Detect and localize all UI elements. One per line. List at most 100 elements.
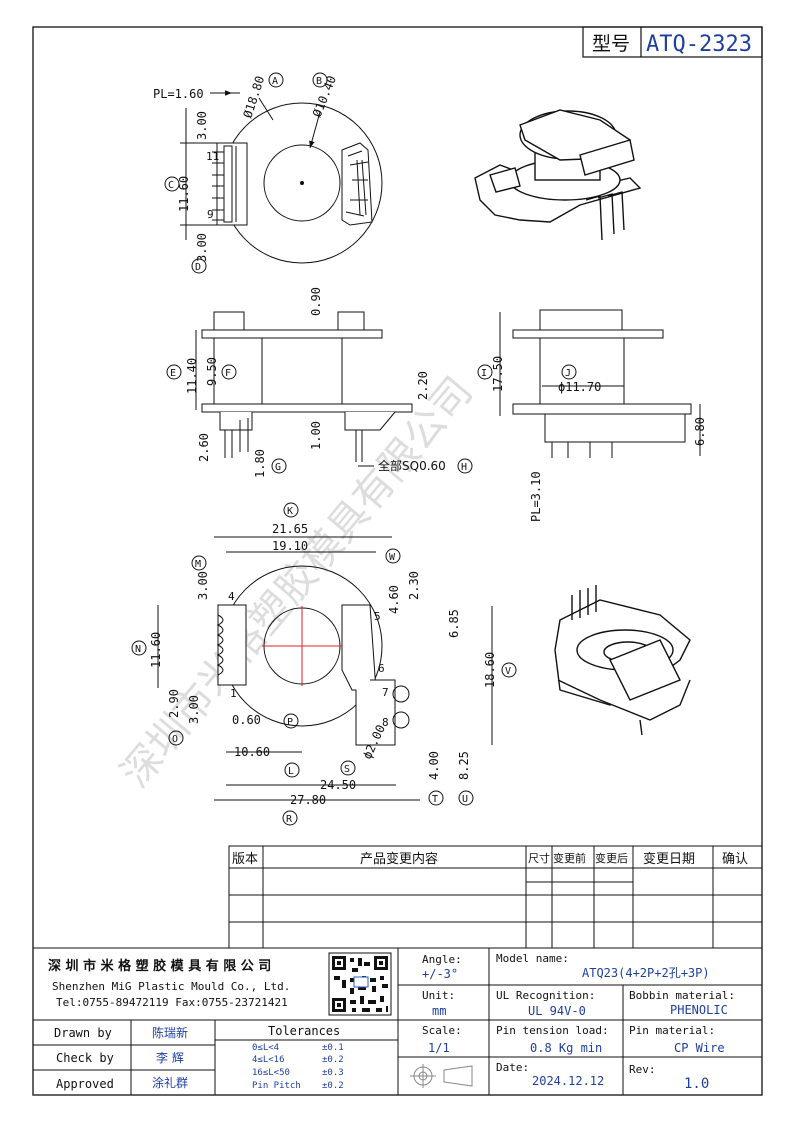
title-block <box>33 947 762 1095</box>
revision-table-headers: 版本 产品变更内容 尺寸 变更前 变更后 变更日期 确认 <box>232 851 748 867</box>
angle-label: Angle: <box>422 953 462 966</box>
projection-symbol <box>410 1064 473 1088</box>
title-box: 型号 ATQ-2323 <box>582 26 763 58</box>
bottom-view <box>216 565 410 746</box>
dim-685: 6.85 <box>447 609 461 638</box>
callout-a: A <box>272 76 278 87</box>
callout-e: E <box>170 368 176 379</box>
callout-j: J <box>565 368 571 379</box>
dim-060: 0.60 <box>232 713 261 727</box>
check-by-label: Check by <box>56 1051 114 1065</box>
info-cells: Angle: +/-3° Unit: mm Scale: 1/1 Model n… <box>410 952 735 1092</box>
top-view-dims: PL=1.60 Ø18.80 Ø10.40 3.00 11.60 3.00 11… <box>153 72 339 274</box>
dim-950: 9.50 <box>205 357 219 386</box>
tol-value-3: ±0.2 <box>322 1081 344 1091</box>
ul-label: UL Recognition: <box>496 989 595 1002</box>
dim-bot-h: 3.00 <box>195 233 209 262</box>
rev-h-date: 变更日期 <box>643 851 695 867</box>
dim-2165: 21.65 <box>272 522 308 536</box>
bobbin-value: PHENOLIC <box>670 1003 728 1017</box>
pinmat-label: Pin material: <box>629 1024 715 1037</box>
callout-r: R <box>286 814 293 825</box>
callout-k: K <box>287 506 293 517</box>
tension-value: 0.8 Kg min <box>530 1041 602 1055</box>
callout-v: V <box>505 666 511 677</box>
callout-g: G <box>275 462 281 473</box>
rev-value: 1.0 <box>684 1076 709 1092</box>
pin-label-4: 4 <box>228 590 235 603</box>
dim-b: Ø10.40 <box>310 74 339 119</box>
core-hole <box>263 144 341 222</box>
rev-h-content: 产品变更内容 <box>360 851 438 867</box>
type-label: 型号 <box>592 33 630 55</box>
dim-090: 0.90 <box>309 287 323 316</box>
tolerances-title: Tolerances <box>268 1024 340 1038</box>
dim-220: 2.20 <box>416 371 430 400</box>
callout-n: N <box>135 644 141 655</box>
tol-range-3: Pin Pitch <box>252 1081 301 1091</box>
dim-825: 8.25 <box>457 751 471 780</box>
callout-h: H <box>461 462 467 473</box>
dim-1170: ϕ11.70 <box>558 380 601 394</box>
rev-label: Rev: <box>629 1063 656 1076</box>
tolerances-block: Tolerances 0≤L<4 ±0.1 4≤L<16 ±0.2 16≤L<5… <box>252 1024 344 1091</box>
dim-100: 1.00 <box>309 421 323 450</box>
qr-code <box>328 952 392 1016</box>
scale-value: 1/1 <box>428 1041 450 1055</box>
unit-label: Unit: <box>422 989 455 1002</box>
bobbin-label: Bobbin material: <box>629 989 735 1002</box>
side-view-right <box>512 309 692 458</box>
callout-m: M <box>195 559 201 570</box>
drawn-by-label: Drawn by <box>54 1026 112 1040</box>
callout-c: C <box>168 180 174 191</box>
approved-name: 涂礼群 <box>152 1075 188 1090</box>
dim-2450: 24.50 <box>320 778 356 792</box>
callout-u: U <box>462 794 468 805</box>
tol-range-0: 0≤L<4 <box>252 1043 279 1053</box>
pinmat-value: CP Wire <box>674 1041 725 1055</box>
rev-h-size: 尺寸 <box>528 851 550 865</box>
company-contact: Tel:0755-89472119 Fax:0755-23721421 <box>56 996 288 1009</box>
rev-h-version: 版本 <box>232 852 258 867</box>
dim-400: 4.00 <box>427 751 441 780</box>
rev-h-before: 变更前 <box>553 851 586 865</box>
dim-mid-h: 11.60 <box>177 176 191 212</box>
rev-h-confirm: 确认 <box>722 852 748 867</box>
pin-label-5: 5 <box>374 610 381 623</box>
model-value: ATQ23(4+2P+2孔+3P) <box>582 966 710 980</box>
callout-b: B <box>316 76 322 87</box>
top-view <box>212 102 383 264</box>
callout-o: O <box>172 734 178 745</box>
side-view-front-dims: 11.40 9.50 0.90 2.20 2.60 1.80 1.00 全部SQ… <box>166 287 473 478</box>
pin-label-1: 1 <box>230 687 237 700</box>
dim-680: 6.80 <box>693 417 707 446</box>
drawn-by-name: 陈瑞新 <box>152 1025 188 1040</box>
side-view-front <box>201 311 413 462</box>
unit-value: mm <box>432 1004 446 1018</box>
dim-300a: 3.00 <box>196 571 210 600</box>
angle-value: +/-3° <box>422 967 458 981</box>
callout-d: D <box>195 262 201 273</box>
pin-label-7: 7 <box>382 686 389 699</box>
part-number: ATQ-2323 <box>646 32 752 57</box>
dim-1160: 11.60 <box>149 632 163 668</box>
dim-pl: PL=1.60 <box>153 87 204 101</box>
dim-230: 2.30 <box>407 571 421 600</box>
dim-1750: 17.50 <box>491 356 505 392</box>
pin-label-11: 11 <box>206 150 219 163</box>
callout-p: P <box>287 717 293 728</box>
tol-range-2: 16≤L<50 <box>252 1068 290 1078</box>
tol-value-0: ±0.1 <box>322 1043 344 1053</box>
callout-s: S <box>344 764 350 775</box>
dim-2780: 27.80 <box>290 793 326 807</box>
dim-460: 4.60 <box>387 585 401 614</box>
scale-label: Scale: <box>422 1024 462 1037</box>
dim-290: 2.90 <box>167 689 181 718</box>
date-value: 2024.12.12 <box>532 1074 604 1088</box>
dim-1140: 11.40 <box>185 358 199 394</box>
tol-value-1: ±0.2 <box>322 1055 344 1065</box>
tol-range-1: 4≤L<16 <box>252 1055 285 1065</box>
dim-1910: 19.10 <box>272 539 308 553</box>
pin-label-6: 6 <box>378 662 385 675</box>
